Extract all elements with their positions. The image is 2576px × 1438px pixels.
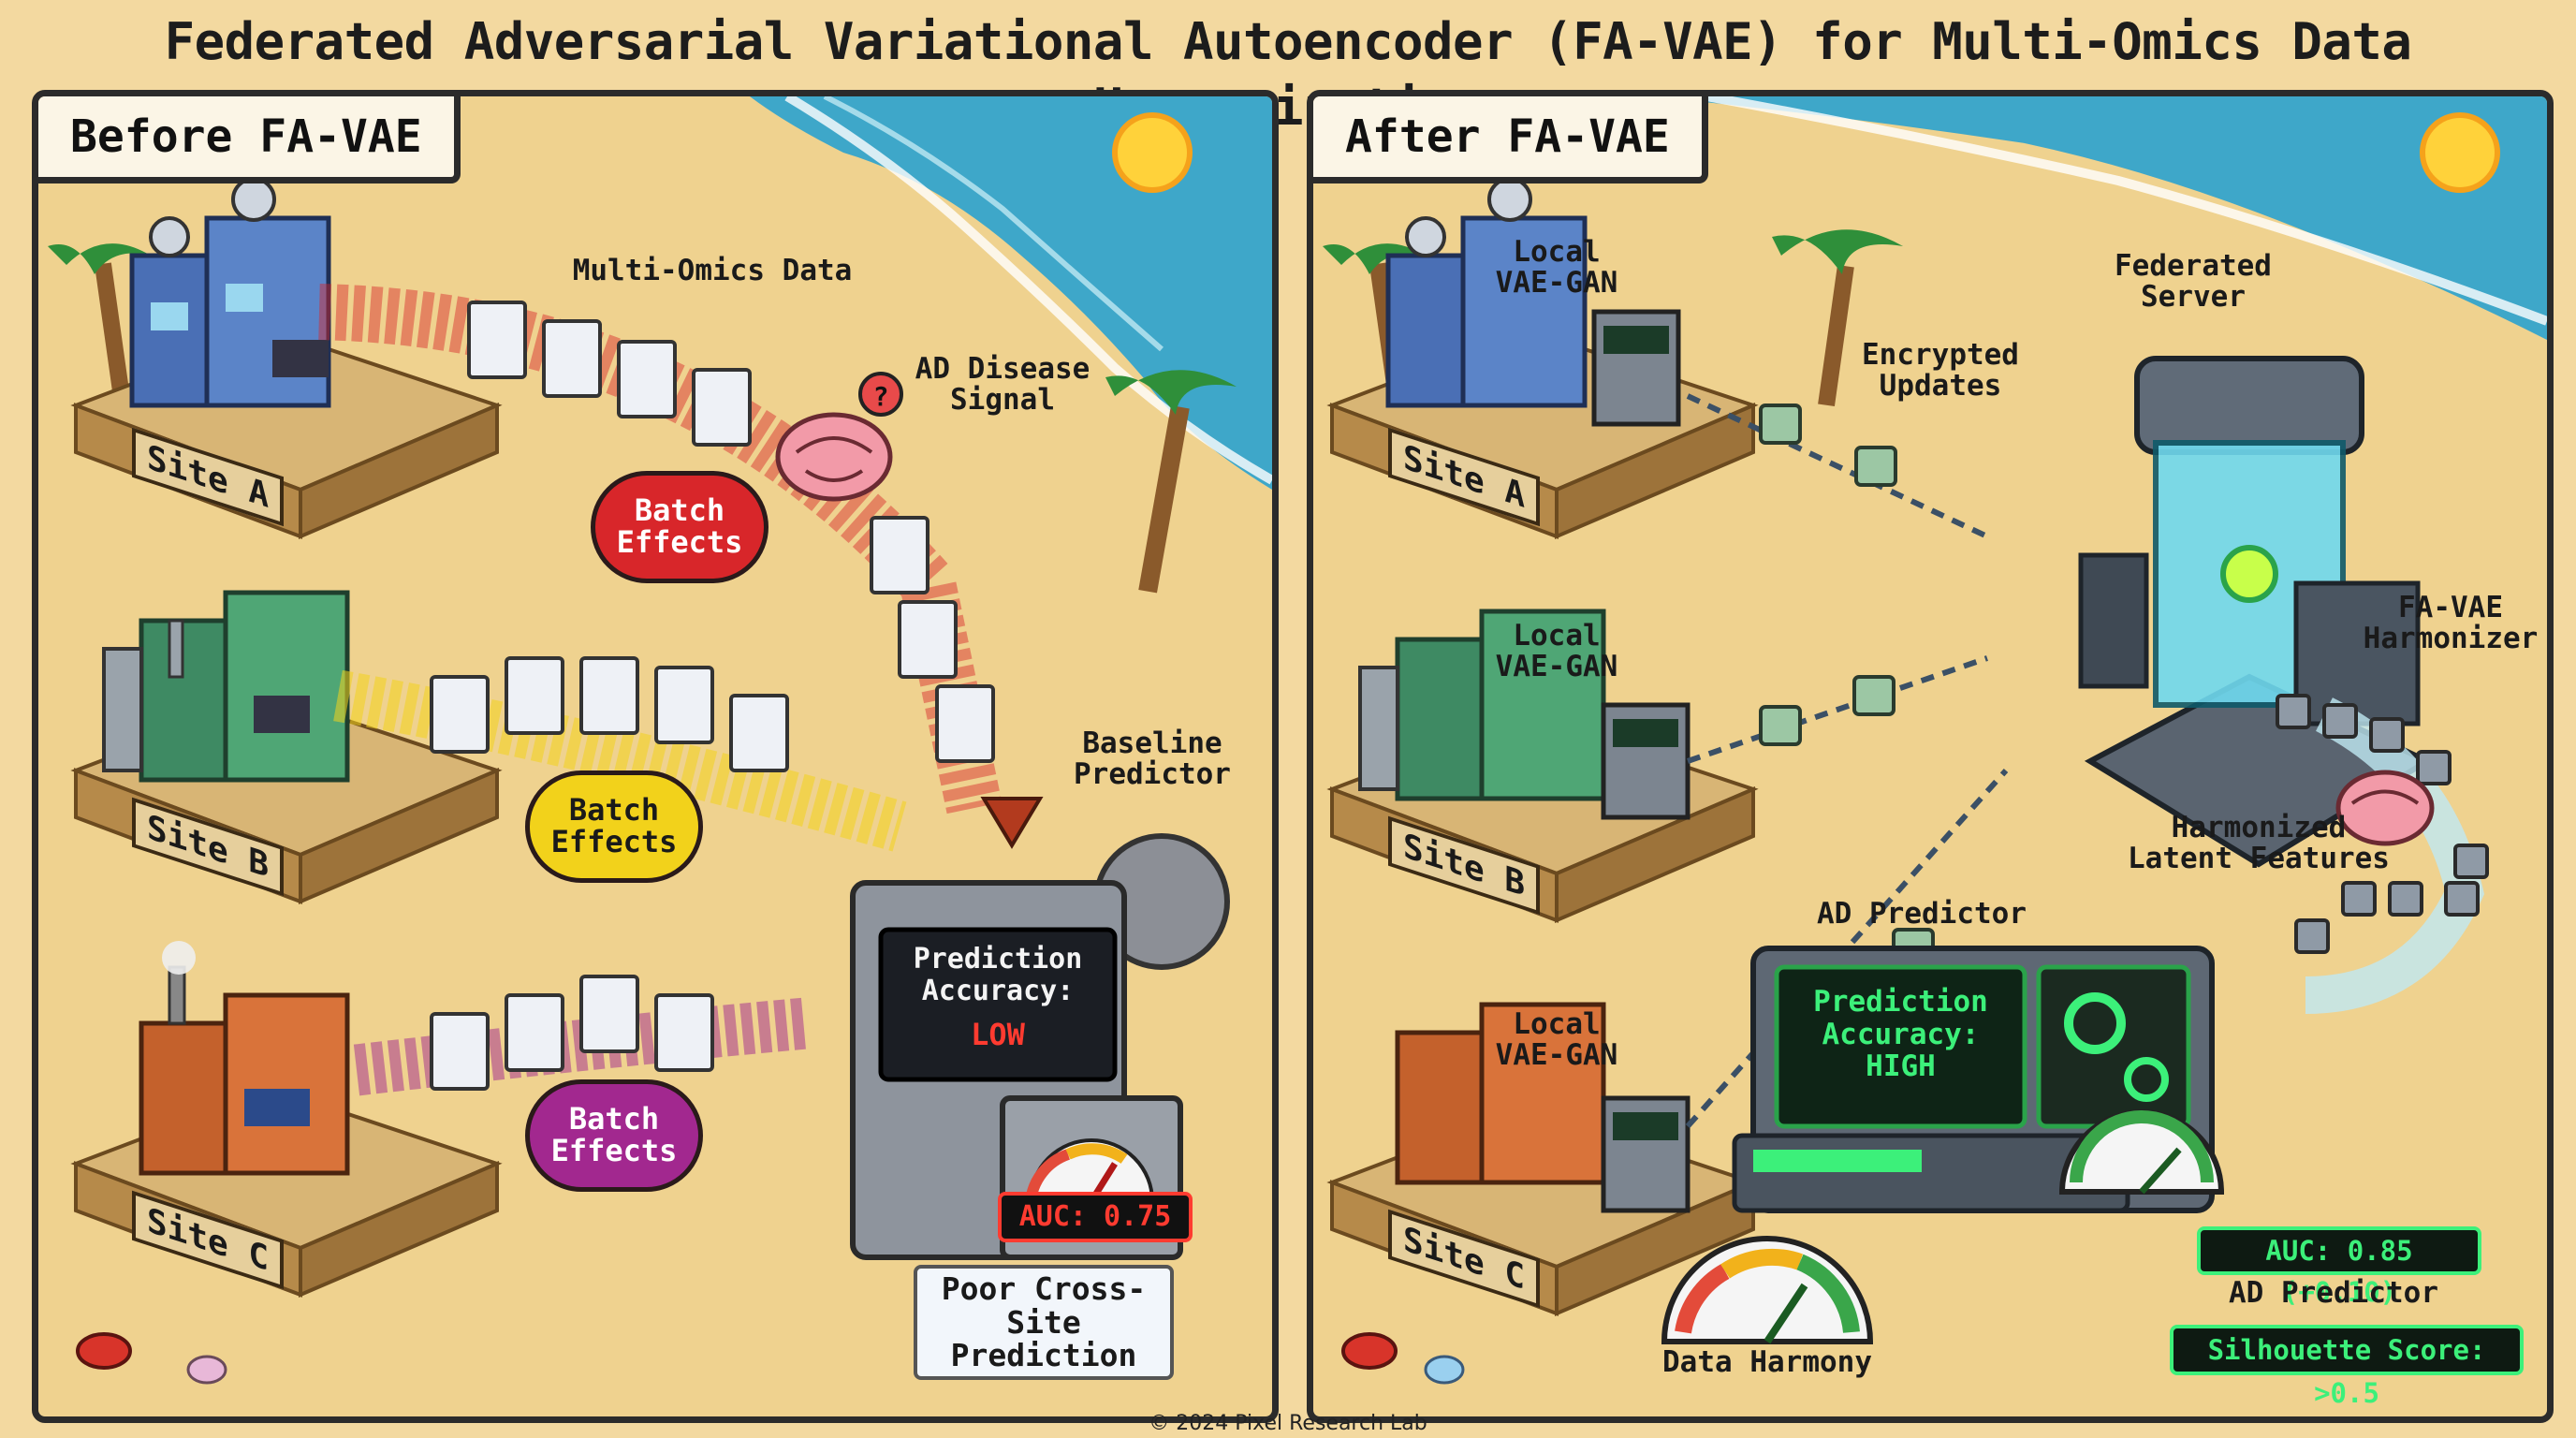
dna-card-icon	[870, 516, 929, 594]
dna-card-icon	[430, 675, 490, 754]
site-a-building-icon	[70, 177, 503, 540]
gear-icon	[2064, 992, 2126, 1054]
local-vae-gan-label-a: Local VAE-GAN	[1495, 235, 1618, 301]
site-a-building-icon	[1326, 177, 1759, 540]
dna-card-icon	[542, 319, 602, 398]
crab-icon	[1341, 1332, 1398, 1370]
fa-vae-harmonizer-label: FA-VAE Harmonizer	[2363, 591, 2539, 656]
local-vae-gan-label-c: Local VAE-GAN	[1495, 1007, 1618, 1073]
batch-effects-purple: Batch Effects	[525, 1079, 703, 1192]
palm-tree-icon	[1105, 370, 1237, 594]
federated-server-label: Federated Server	[2115, 249, 2272, 315]
ad-signal-label: AD Disease Signal	[915, 352, 1090, 418]
batch-effects-red: Batch Effects	[591, 471, 768, 583]
shell-icon	[186, 1355, 227, 1385]
prediction-screen-text: Prediction Accuracy:	[913, 943, 1083, 1007]
svg-text:?: ?	[873, 381, 889, 412]
after-scene	[1323, 96, 2547, 1385]
lock-icon	[1759, 705, 1802, 746]
prediction-screen-text: Prediction Accuracy: HIGH	[1813, 985, 1988, 1084]
before-scene: ?	[48, 96, 1272, 1385]
data-harmony-label: Data Harmony	[1662, 1345, 1872, 1379]
protein-card-icon	[579, 656, 639, 735]
update-path-a	[1686, 393, 1989, 539]
latent-feature-blocks	[2276, 694, 2489, 954]
encrypted-updates-label: Encrypted Updates	[1862, 338, 2019, 404]
silhouette-badge: Silhouette Score: >0.5	[2170, 1325, 2524, 1409]
ad-predictor-gauge-icon	[2058, 1109, 2225, 1195]
site-b-building-icon	[70, 590, 503, 905]
baseline-predictor-label: Baseline Predictor	[1074, 726, 1231, 792]
lock-icon	[1852, 675, 1895, 716]
poor-cross-site-label: Poor Cross-Site Prediction	[914, 1265, 1174, 1380]
site-c-building-icon	[1326, 1002, 1759, 1317]
harmonizer-cube-icon	[2293, 580, 2421, 726]
brain-icon	[2335, 770, 2435, 846]
ad-predictor-bottom-label: AD Predictor	[2229, 1276, 2438, 1310]
brain-icon	[775, 412, 893, 502]
site-c-building-icon	[70, 941, 503, 1299]
data-harmony-gauge-icon	[1661, 1236, 1874, 1344]
dna-card-icon	[467, 301, 527, 379]
multi-omics-label: Multi-Omics Data	[572, 254, 853, 287]
batch-effects-yellow: Batch Effects	[525, 770, 703, 883]
palm-tree-icon	[48, 243, 151, 395]
after-panel: After FA-VAE Site A Site B Site C Local …	[1307, 90, 2554, 1423]
update-path-b	[1687, 655, 1988, 764]
ad-predictor-top-label: AD Predictor	[1817, 897, 2027, 931]
protein-card-icon	[579, 975, 639, 1053]
protein-card-icon	[617, 340, 677, 418]
crab-icon	[76, 1332, 132, 1370]
protein-card-icon	[898, 600, 958, 679]
dna-card-icon	[430, 1012, 490, 1091]
molecule-card-icon	[654, 993, 714, 1072]
auc-badge: AUC: 0.85 (+0.10)	[2197, 1226, 2481, 1308]
update-path-c	[1685, 768, 2009, 1129]
baseline-predictor-machine-icon	[850, 833, 1230, 1260]
gear-icon	[2124, 1057, 2169, 1102]
molecule-card-icon	[692, 368, 752, 447]
lock-icon	[1854, 446, 1897, 487]
harmonized-latent-label: Harmonized Latent Features	[2128, 811, 2390, 876]
page-title: Federated Adversarial Variational Autoen…	[164, 12, 2412, 137]
after-heading: After FA-VAE	[1313, 96, 1708, 183]
protein-card-icon	[654, 666, 714, 744]
lock-icon	[1759, 404, 1802, 445]
auc-badge: AUC: 0.75	[998, 1192, 1193, 1242]
copyright-footer: © 2024 Pixel Research Lab	[1149, 1412, 1427, 1435]
dna-card-icon	[505, 993, 564, 1072]
before-panel: ? Before FA-VAE Multi-Omics Data AD Dise…	[32, 90, 1279, 1423]
molecule-card-icon	[935, 684, 995, 763]
local-vae-gan-label-b: Local VAE-GAN	[1495, 619, 1618, 684]
question-icon	[858, 372, 903, 417]
prediction-screen-value: LOW	[971, 1017, 1025, 1052]
palm-tree-icon	[1772, 229, 1903, 407]
shell-icon	[1424, 1355, 1465, 1385]
dna-card-icon	[505, 656, 564, 735]
before-heading: Before FA-VAE	[38, 96, 461, 183]
molecule-card-icon	[729, 694, 789, 772]
down-arrow-icon	[980, 797, 1044, 849]
site-b-building-icon	[1326, 609, 1759, 924]
